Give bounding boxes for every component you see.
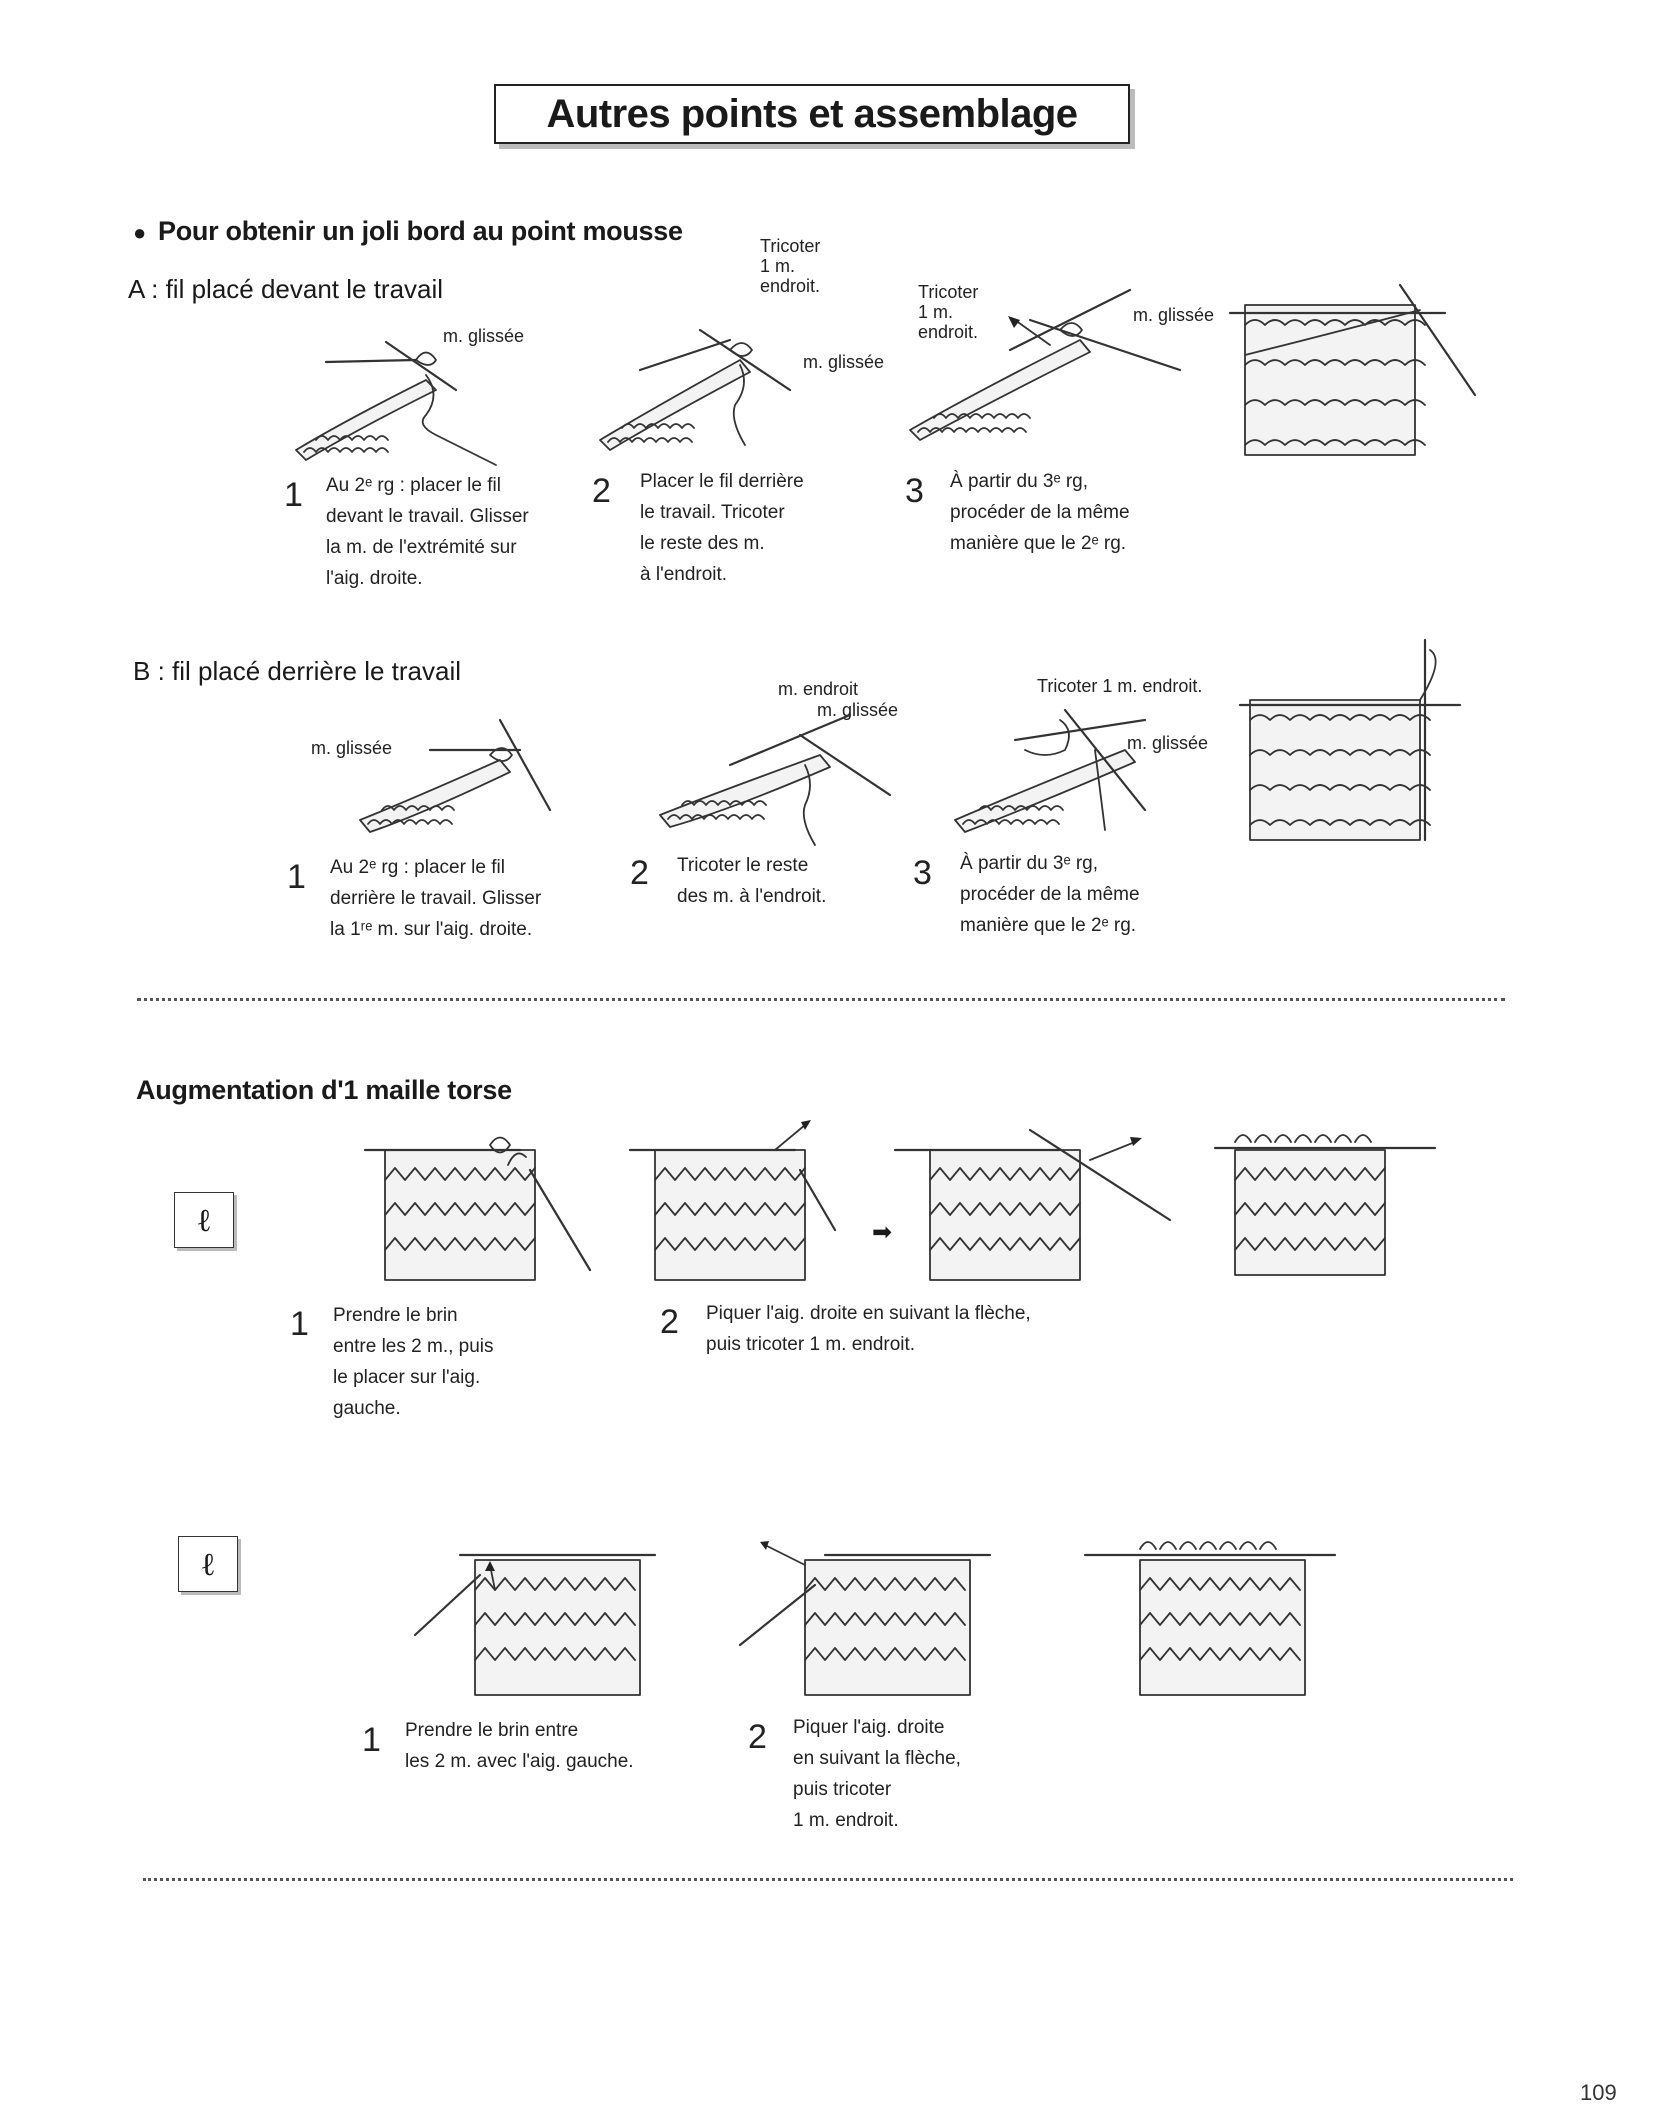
section-heading-bord: ● Pour obtenir un joli bord au point mous… [133,216,683,247]
illustration-b4-swatch [1238,638,1462,842]
arrow-right-icon: ➡ [872,1219,893,1246]
step-b3-number: 3 [913,854,932,892]
illustration-aug1-step1 [363,1136,592,1281]
twisted-stitch-symbol: ℓ [200,1545,216,1583]
step-a2-text: Placer le fil derrière le travail. Trico… [640,471,804,585]
illustration-a2 [599,328,792,451]
illustration-aug2-step2 [738,1541,992,1696]
step-aug1-2-number: 2 [660,1303,679,1341]
step-b2-text: Tricoter le reste des m. à l'endroit. [677,855,827,907]
step-a2-number: 2 [592,472,611,510]
illustration-b3 [954,708,1147,833]
label-b3-tricoter: Tricoter 1 m. endroit. [1037,676,1203,696]
step-b1-number: 1 [287,858,306,896]
label-b3-glissee: m. glissée [1127,733,1209,753]
page-title: Autres points et assemblage [494,84,1130,144]
step-b3-text: À partir du 3ᵉ rg, procéder de la même m… [960,853,1140,936]
step-aug1-1-number: 1 [290,1305,309,1343]
label-b2-glissee: m. glissée [817,700,899,720]
illustration-aug2-step1 [413,1553,657,1696]
step-aug2-1-text: Prendre le brin entre les 2 m. avec l'ai… [405,1720,634,1772]
step-a1-text: Au 2ᵉ rg : placer le fil devant le trava… [326,475,529,589]
step-aug1-1-text: Prendre le brin entre les 2 m., puis le … [333,1305,494,1419]
label-a3-glissee: m. glissée [1133,305,1215,325]
section-heading-text: Pour obtenir un joli bord au point mouss… [158,216,683,246]
step-aug2-2-number: 2 [748,1718,767,1756]
illustration-aug1-step2b [893,1128,1172,1281]
illustration-a3 [909,288,1182,441]
dotted-divider-1 [137,998,1505,1001]
step-b2-number: 2 [630,854,649,892]
part-a-heading: A : fil placé devant le travail [128,274,444,304]
step-a1-number: 1 [284,476,303,514]
label-a2-glissee: m. glissée [803,352,885,372]
label-b2-endroit: m. endroit [778,679,859,699]
step-aug1-2-text: Piquer l'aig. droite en suivant la flèch… [706,1303,1031,1355]
illustration-b2 [659,713,892,846]
part-b-heading: B : fil placé derrière le travail [133,656,462,686]
step-a3-number: 3 [905,472,924,510]
label-a3-tricoter: Tricoter 1 m. endroit. [918,282,979,342]
step-a3-text: À partir du 3ᵉ rg, procéder de la même m… [950,471,1130,554]
stitch-symbol-box-1: ℓ [174,1192,234,1248]
label-a1-glissee: m. glissée [443,326,525,346]
dotted-divider-2 [143,1878,1513,1881]
illustration-a1 [295,340,497,466]
step-aug2-2-text: Piquer l'aig. droite en suivant la flèch… [793,1717,961,1831]
illustration-b1 [359,718,552,833]
twisted-stitch-symbol: ℓ [196,1201,212,1239]
illustration-aug2-result [1083,1541,1337,1696]
illustration-aug1-step2a [628,1120,837,1281]
label-b1-glissee: m. glissée [311,738,393,758]
section-heading-augmentation: Augmentation d'1 maille torse [136,1075,512,1105]
illustration-aug1-result [1213,1134,1437,1276]
step-b1-text: Au 2ᵉ rg : placer le fil derrière le tra… [330,857,542,940]
label-a2-tricoter: Tricoter 1 m. endroit. [760,236,821,296]
bullet: ● [133,220,146,245]
page-number: 109 [1580,2080,1617,2105]
illustration-a4-swatch [1228,283,1477,456]
stitch-symbol-box-2: ℓ [178,1536,238,1592]
step-aug2-1-number: 1 [362,1721,381,1759]
